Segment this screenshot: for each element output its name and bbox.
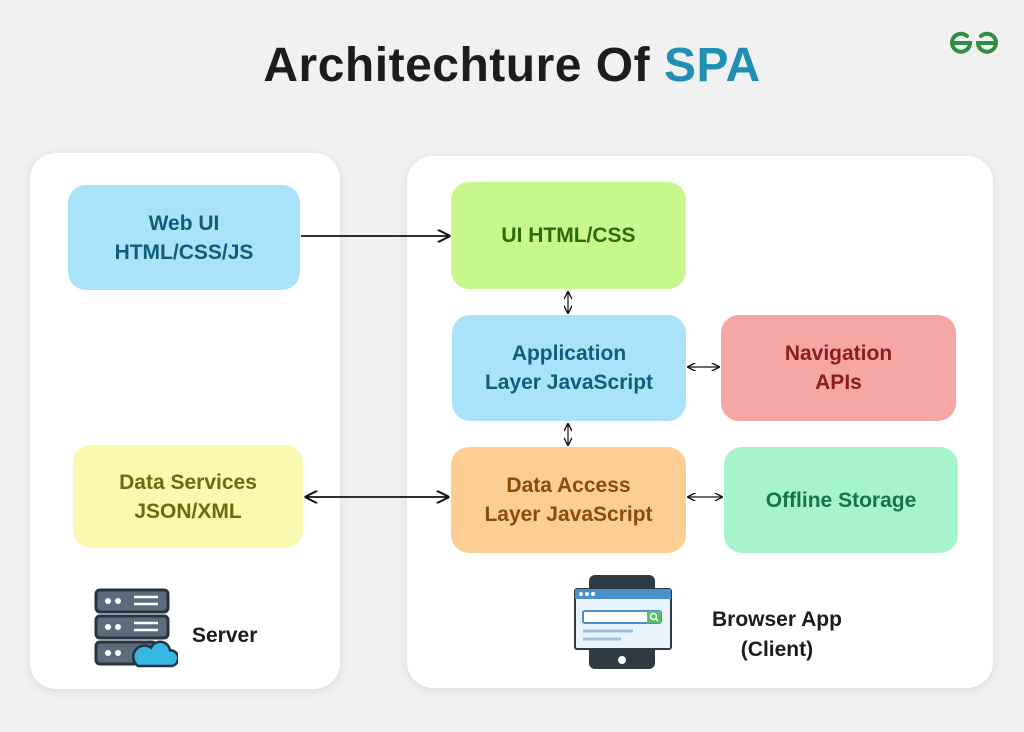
web-ui-node: Web UI HTML/CSS/JS [68, 185, 300, 290]
server-label: Server [192, 624, 258, 647]
title-accent: SPA [663, 39, 761, 92]
navigation-apis-node: Navigation APIs [721, 315, 956, 421]
tablet-browser-icon [574, 575, 672, 669]
browser-app-label: Browser App (Client) [712, 608, 842, 661]
page-title: Architechture Of SPA [0, 38, 1024, 93]
data-access-layer-node: Data Access Layer JavaScript [451, 447, 686, 553]
geeksforgeeks-logo-icon [950, 31, 998, 54]
offline-storage-node: Offline Storage [724, 447, 958, 553]
application-layer-node: Application Layer JavaScript [452, 315, 686, 421]
server-cloud-icon [94, 588, 178, 668]
data-services-node: Data Services JSON/XML [73, 445, 303, 548]
ui-html-css-node: UI HTML/CSS [451, 182, 686, 289]
title-main: Architechture Of [263, 39, 651, 92]
